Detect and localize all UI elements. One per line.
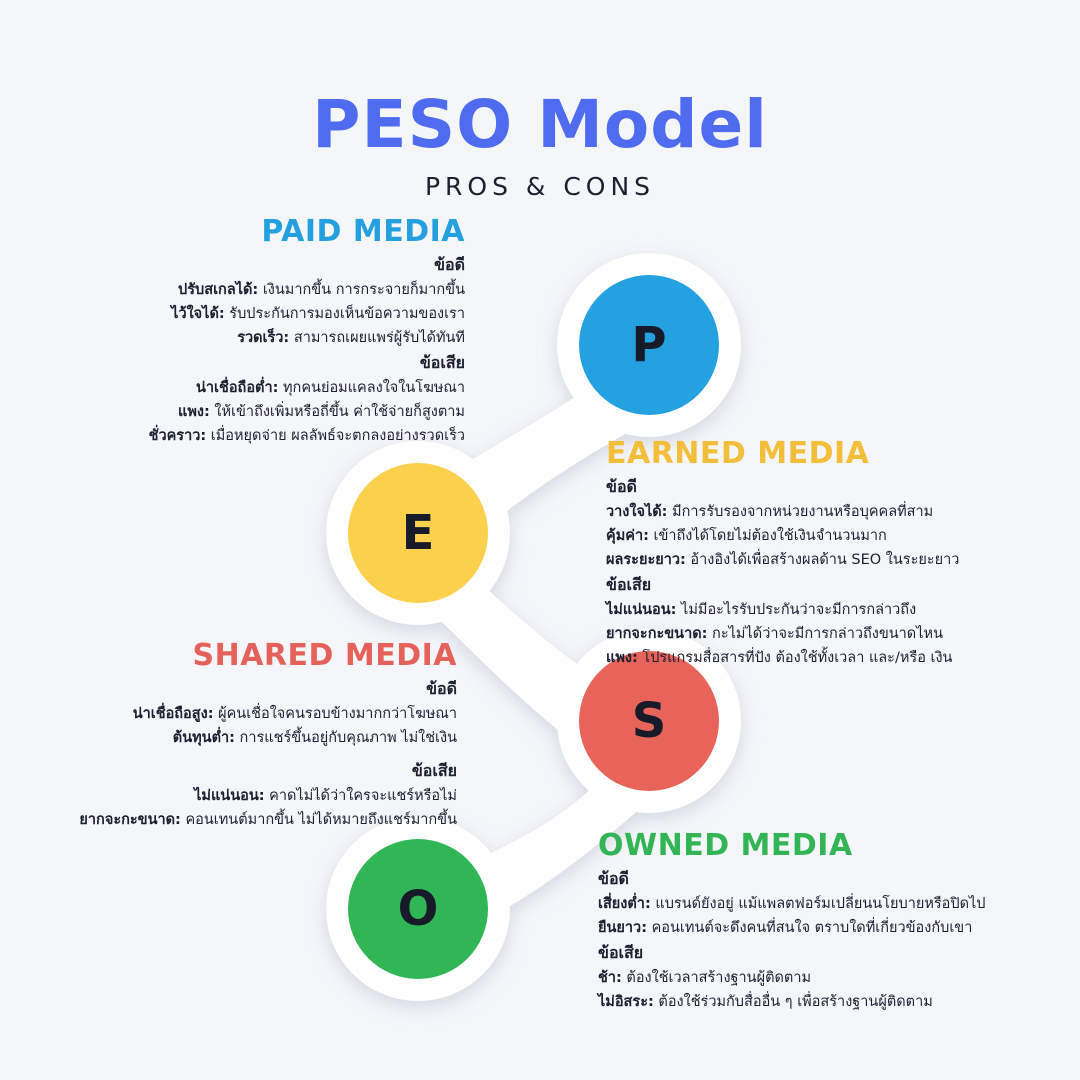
earned-con-item: แพง: โปรแกรมสื่อสารที่ปัง ต้องใช้ทั้งเวล… — [606, 646, 959, 670]
owned-pro-item: เสี่ยงต่ำ: แบรนด์ยังอยู่ แม้แพลตฟอร์มเปล… — [598, 892, 986, 916]
item-text: ต้องใช้เวลาสร้างฐานผู้ติดตาม — [621, 970, 812, 986]
owned-cons-label: ข้อเสีย — [598, 943, 644, 962]
paid-pros-label: ข้อดี — [434, 255, 465, 274]
item-key: แพง: — [606, 650, 638, 666]
paid-pro-item: ปรับสเกลได้: เงินมากขึ้น การกระจายก็มากข… — [149, 278, 465, 302]
paid-pro-item: ไว้ใจได้: รับประกันการมองเห็นข้อความของเ… — [149, 302, 465, 326]
item-key: ปรับสเกลได้: — [178, 282, 259, 298]
paid-pro-item: รวดเร็ว: สามารถเผยแพร่ผู้รับได้ทันที — [149, 326, 465, 350]
earned-media-section: EARNED MEDIA ข้อดี วางใจได้: มีการรับรอง… — [606, 434, 959, 670]
paid-con-item: ชั่วคราว: เมื่อหยุดจ่าย ผลลัพธ์จะตกลงอย่… — [149, 424, 465, 448]
item-text: แบรนด์ยังอยู่ แม้แพลตฟอร์มเปลี่ยนนโยบายห… — [650, 896, 986, 912]
owned-media-section: OWNED MEDIA ข้อดี เสี่ยงต่ำ: แบรนด์ยังอย… — [598, 826, 986, 1014]
item-text: เข้าถึงได้โดยไม่ต้องใช้เงินจำนวนมาก — [648, 528, 887, 544]
item-key: ไม่แน่นอน: — [606, 602, 677, 618]
item-text: การแชร์ขึ้นอยู่กับคุณภาพ ไม่ใช่เงิน — [234, 730, 457, 746]
item-key: ยืนยาว: — [598, 920, 647, 936]
owned-con-item: ช้า: ต้องใช้เวลาสร้างฐานผู้ติดตาม — [598, 966, 986, 990]
earned-pro-item: วางใจได้: มีการรับรองจากหน่วยงานหรือบุคค… — [606, 500, 959, 524]
shared-cons-label: ข้อเสีย — [411, 761, 457, 780]
paid-media-section: PAID MEDIA ข้อดี ปรับสเกลได้: เงินมากขึ้… — [149, 212, 465, 448]
earned-pros-label: ข้อดี — [606, 477, 637, 496]
item-key: วางใจได้: — [606, 504, 668, 520]
item-text: คอนเทนต์จะดึงคนที่สนใจ ตราบใดที่เกี่ยวข้… — [647, 920, 973, 936]
item-key: ไม่อิสระ: — [598, 994, 654, 1010]
earned-cons-label: ข้อเสีย — [606, 575, 652, 594]
circle-e: E — [348, 463, 488, 603]
earned-media-heading: EARNED MEDIA — [606, 436, 870, 471]
item-key: น่าเชื่อถือต่ำ: — [195, 380, 279, 396]
item-key: เสี่ยงต่ำ: — [598, 896, 651, 912]
item-key: รวดเร็ว: — [237, 330, 290, 346]
item-text: รับประกันการมองเห็นข้อความของเรา — [224, 306, 465, 322]
item-text: ให้เข้าถึงเพิ่มหรือถี่ขึ้น ค่าใช้จ่ายก็ส… — [209, 404, 465, 420]
shared-media-heading: SHARED MEDIA — [192, 638, 457, 673]
item-text: มีการรับรองจากหน่วยงานหรือบุคคลที่สาม — [667, 504, 934, 520]
earned-pro-item: ผลระยะยาว: อ้างอิงได้เพื่อสร้างผลด้าน SE… — [606, 548, 959, 572]
shared-pro-item: น่าเชื่อถือสูง: ผู้คนเชื่อใจคนรอบข้างมาก… — [79, 702, 457, 726]
item-text: คอนเทนต์มากขึ้น ไม่ได้หมายถึงแชร์มากขึ้น — [180, 812, 457, 828]
item-key: ไว้ใจได้: — [171, 306, 225, 322]
shared-pro-item: ต้นทุนต่ำ: การแชร์ขึ้นอยู่กับคุณภาพ ไม่ใ… — [79, 726, 457, 750]
item-text: ทุกคนย่อมแคลงใจในโฆษณา — [278, 380, 465, 396]
shared-media-section: SHARED MEDIA ข้อดี น่าเชื่อถือสูง: ผู้คน… — [79, 636, 457, 832]
circle-s: S — [579, 651, 719, 791]
paid-con-item: น่าเชื่อถือต่ำ: ทุกคนย่อมแคลงใจในโฆษณา — [149, 376, 465, 400]
item-text: เงินมากขึ้น การกระจายก็มากขึ้น — [258, 282, 465, 298]
owned-con-item: ไม่อิสระ: ต้องใช้ร่วมกับสื่ออื่น ๆ เพื่อ… — [598, 990, 986, 1014]
item-text: ไม่มีอะไรรับประกันว่าจะมีการกล่าวถึง — [676, 602, 917, 618]
item-text: เมื่อหยุดจ่าย ผลลัพธ์จะตกลงอย่างรวดเร็ว — [206, 428, 465, 444]
item-key: ต้นทุนต่ำ: — [172, 730, 235, 746]
item-key: ชั่วคราว: — [148, 428, 207, 444]
item-text: ต้องใช้ร่วมกับสื่ออื่น ๆ เพื่อสร้างฐานผู… — [653, 994, 933, 1010]
owned-pros-label: ข้อดี — [598, 869, 629, 888]
item-key: ช้า: — [598, 970, 622, 986]
page-subtitle: PROS & CONS — [424, 172, 656, 201]
earned-con-item: ยากจะกะขนาด: กะไม่ได้ว่าจะมีการกล่าวถึงข… — [606, 622, 959, 646]
owned-pro-item: ยืนยาว: คอนเทนต์จะดึงคนที่สนใจ ตราบใดที่… — [598, 916, 986, 940]
spacer — [79, 750, 457, 758]
circle-p: P — [579, 275, 719, 415]
item-key: ยากจะกะขนาด: — [79, 812, 181, 828]
item-text: อ้างอิงได้เพื่อสร้างผลด้าน SEO ในระยะยาว — [685, 552, 960, 568]
item-text: สามารถเผยแพร่ผู้รับได้ทันที — [289, 330, 465, 346]
earned-con-item: ไม่แน่นอน: ไม่มีอะไรรับประกันว่าจะมีการก… — [606, 598, 959, 622]
paid-cons-label: ข้อเสีย — [419, 353, 465, 372]
page-title: PESO Model — [312, 86, 768, 163]
item-key: ยากจะกะขนาด: — [606, 626, 708, 642]
item-text: โปรแกรมสื่อสารที่ปัง ต้องใช้ทั้งเวลา และ… — [637, 650, 953, 666]
item-text: ผู้คนเชื่อใจคนรอบข้างมากกว่าโฆษณา — [213, 706, 457, 722]
owned-media-heading: OWNED MEDIA — [598, 828, 853, 863]
item-key: ไม่แน่นอน: — [194, 788, 265, 804]
paid-media-heading: PAID MEDIA — [261, 214, 465, 249]
item-key: น่าเชื่อถือสูง: — [132, 706, 214, 722]
item-text: กะไม่ได้ว่าจะมีการกล่าวถึงขนาดไหน — [707, 626, 943, 642]
earned-pro-item: คุ้มค่า: เข้าถึงได้โดยไม่ต้องใช้เงินจำนว… — [606, 524, 959, 548]
shared-pros-label: ข้อดี — [426, 679, 457, 698]
item-key: คุ้มค่า: — [606, 528, 649, 544]
item-key: ผลระยะยาว: — [606, 552, 686, 568]
circle-o: O — [348, 839, 488, 979]
shared-con-item: ยากจะกะขนาด: คอนเทนต์มากขึ้น ไม่ได้หมายถ… — [79, 808, 457, 832]
paid-con-item: แพง: ให้เข้าถึงเพิ่มหรือถี่ขึ้น ค่าใช้จ่… — [149, 400, 465, 424]
item-text: คาดไม่ได้ว่าใครจะแชร์หรือไม่ — [264, 788, 457, 804]
item-key: แพง: — [178, 404, 210, 420]
shared-con-item: ไม่แน่นอน: คาดไม่ได้ว่าใครจะแชร์หรือไม่ — [79, 784, 457, 808]
